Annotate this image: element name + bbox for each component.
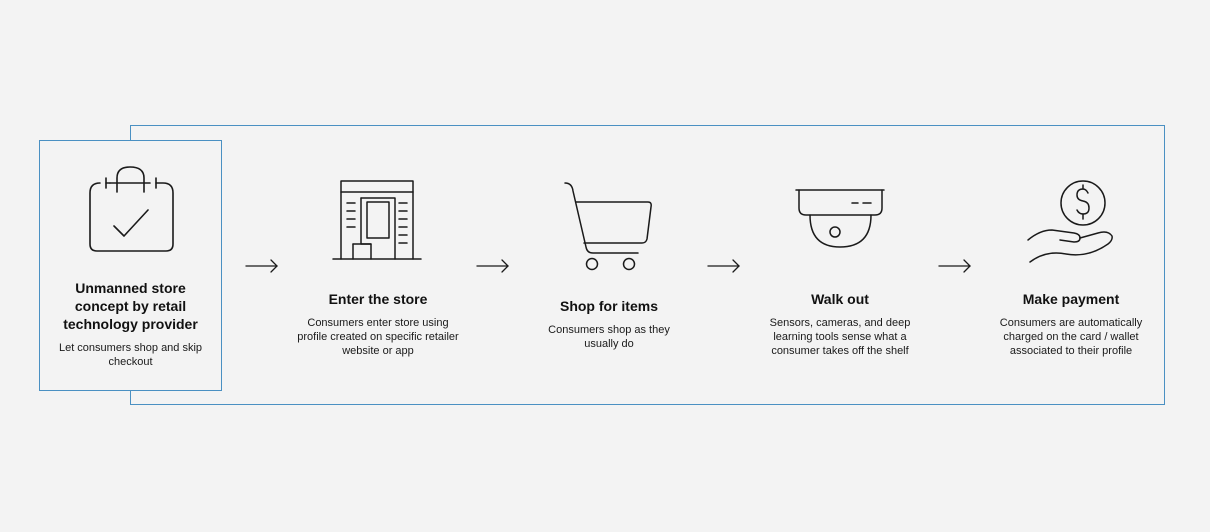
arrow-right-icon [245, 259, 279, 273]
arrow-right-icon [938, 259, 972, 273]
step-title: Walk out [811, 291, 869, 307]
intro-title: Unmanned store concept by retail technol… [63, 280, 198, 332]
shopping-cart-icon [563, 181, 655, 273]
ceiling-camera-icon [795, 188, 886, 252]
step-description: Consumers enter store using profile crea… [297, 317, 459, 357]
shopping-bag-check-icon [86, 164, 176, 254]
arrow-right-icon [707, 259, 741, 273]
arrow-right-icon [476, 259, 510, 273]
intro-description: Let consumers shop and skip checkout [58, 342, 203, 368]
step-description: Consumers shop as they usually do [548, 324, 670, 350]
step-description: Consumers are automatically charged on t… [999, 317, 1143, 357]
store-building-icon [332, 178, 423, 262]
step-title: Shop for items [559, 298, 658, 314]
step-title: Make payment [1022, 291, 1120, 307]
intro-box [39, 140, 222, 391]
step-title: Enter the store [328, 291, 428, 307]
step-description: Sensors, cameras, and deep learning tool… [769, 317, 911, 357]
hand-dollar-icon [1026, 178, 1118, 266]
